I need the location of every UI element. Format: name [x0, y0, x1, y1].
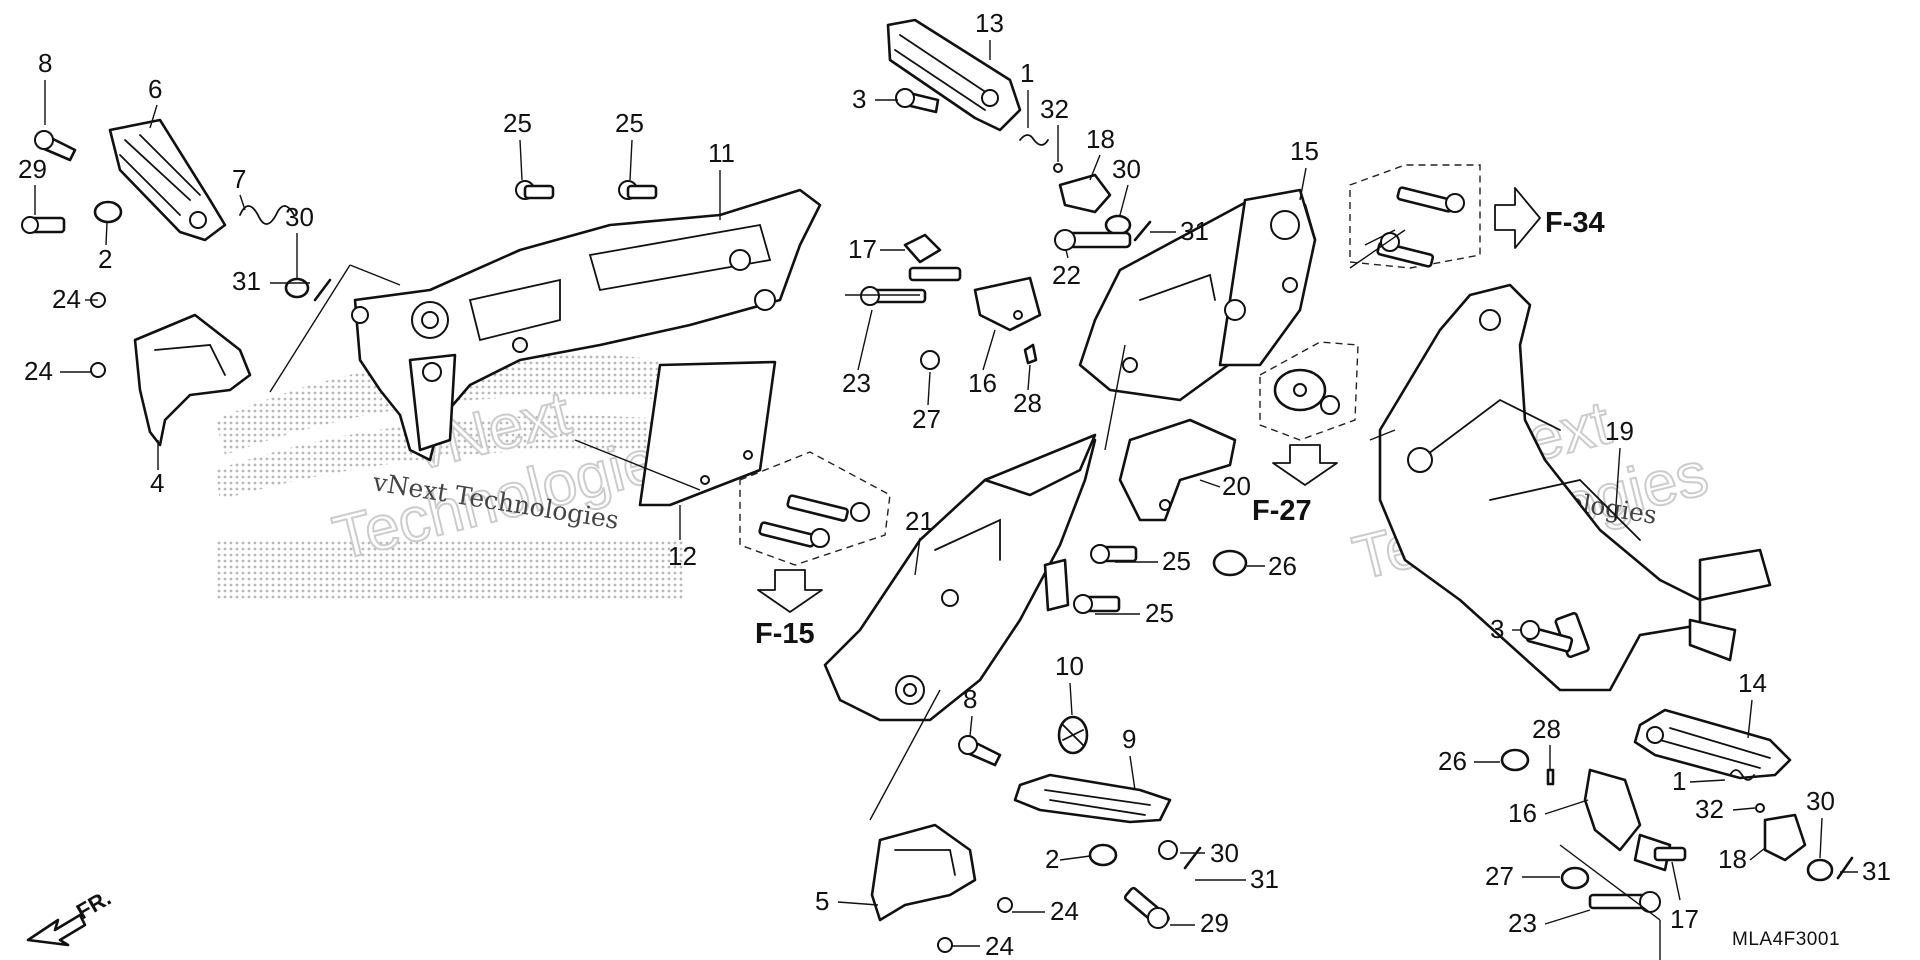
callout-24c: 24 [1050, 896, 1079, 926]
hardware-right-upper [1520, 620, 1574, 653]
hardware-top-center [895, 88, 1152, 251]
callout-1b: 1 [1672, 766, 1686, 796]
heel-plate-center [1118, 418, 1237, 522]
step-holder-left [351, 188, 822, 462]
svg-text:F-15: F-15 [755, 618, 815, 650]
callout-16: 16 [968, 368, 997, 398]
callout-23b: 23 [1508, 908, 1537, 938]
callout-3b: 3 [1490, 614, 1504, 644]
footpeg-right [1633, 708, 1792, 780]
callout-6: 6 [148, 74, 162, 104]
footpeg-front-left [108, 118, 227, 242]
hardware-center [1073, 544, 1248, 614]
footpeg-top-center [886, 18, 1022, 132]
diagram-code: MLA4F3001 [1732, 929, 1840, 950]
hardware-left [21, 130, 658, 378]
section-ref-f15[interactable]: F-15 [755, 569, 823, 650]
plate-group-f27 [1259, 341, 1359, 441]
callout-5: 5 [815, 886, 829, 916]
callout-3: 3 [852, 84, 866, 114]
callout-31d: 31 [1862, 856, 1891, 886]
bolt-group-f15 [739, 451, 891, 566]
callout-26: 26 [1268, 551, 1297, 581]
callout-27b: 27 [1485, 861, 1514, 891]
callout-16b: 16 [1508, 798, 1537, 828]
callout-8: 8 [38, 48, 52, 78]
callout-18: 18 [1086, 124, 1115, 154]
callout-15: 15 [1290, 136, 1319, 166]
callout-20: 20 [1222, 471, 1251, 501]
step-holder-right [1378, 283, 1772, 692]
callout-27: 27 [912, 404, 941, 434]
callout-2: 2 [98, 244, 112, 274]
callout-31b: 31 [1180, 216, 1209, 246]
callout-30d: 30 [1806, 786, 1835, 816]
callout-17: 17 [848, 234, 877, 264]
callouts: 8 6 29 7 30 2 31 24 24 4 25 25 11 12 13 … [18, 8, 1891, 960]
heel-guard-left [638, 360, 777, 540]
step-holder-center-right [1078, 188, 1317, 402]
callout-18b: 18 [1718, 844, 1747, 874]
callout-13: 13 [975, 8, 1004, 38]
section-ref-f34[interactable]: F-34 [1494, 187, 1605, 249]
callout-26b: 26 [1438, 746, 1467, 776]
callout-29b: 29 [1200, 908, 1229, 938]
bracket-plate-center [845, 233, 1042, 370]
callout-14: 14 [1738, 668, 1767, 698]
callout-4: 4 [150, 468, 164, 498]
assembly-lines [269, 229, 1406, 491]
hardware-lower-center [958, 715, 1202, 929]
callout-24: 24 [52, 284, 81, 314]
callout-28b: 28 [1532, 714, 1561, 744]
callout-25b: 25 [615, 108, 644, 138]
section-ref-f27[interactable]: F-27 [1252, 444, 1338, 527]
footpeg-center-lower [1013, 773, 1172, 824]
callout-17b: 17 [1670, 904, 1699, 934]
front-direction-marker: FR. [26, 885, 115, 947]
heel-guard-front-left [133, 313, 252, 447]
callout-19: 19 [1605, 416, 1634, 446]
callout-22: 22 [1052, 260, 1081, 290]
background-logo [215, 352, 685, 600]
callout-30c: 30 [1210, 838, 1239, 868]
svg-text:F-34: F-34 [1545, 207, 1605, 239]
callout-24d: 24 [985, 931, 1014, 960]
svg-text:F-27: F-27 [1252, 495, 1312, 527]
callout-9: 9 [1122, 724, 1136, 754]
callout-32: 32 [1040, 94, 1069, 124]
callout-28: 28 [1013, 388, 1042, 418]
callout-7: 7 [232, 164, 246, 194]
callout-25d: 25 [1145, 598, 1174, 628]
callout-24b: 24 [24, 356, 53, 386]
callout-30b: 30 [1112, 154, 1141, 184]
callout-29: 29 [18, 154, 47, 184]
callout-8b: 8 [963, 684, 977, 714]
callout-30: 30 [285, 202, 314, 232]
callout-25c: 25 [1162, 546, 1191, 576]
callout-31c: 31 [1250, 864, 1279, 894]
heel-guard-center [869, 689, 1013, 953]
callout-11: 11 [708, 138, 735, 168]
callout-25: 25 [503, 108, 532, 138]
callout-10: 10 [1055, 651, 1084, 681]
callout-1: 1 [1020, 58, 1034, 88]
callout-31: 31 [232, 266, 261, 296]
step-holder-center-lower [823, 433, 1097, 722]
callout-2b: 2 [1045, 844, 1059, 874]
callout-12: 12 [668, 541, 697, 571]
bolt-group-f34 [1349, 164, 1481, 269]
callout-21: 21 [905, 506, 934, 536]
callout-32b: 32 [1695, 794, 1724, 824]
callout-23: 23 [842, 368, 871, 398]
